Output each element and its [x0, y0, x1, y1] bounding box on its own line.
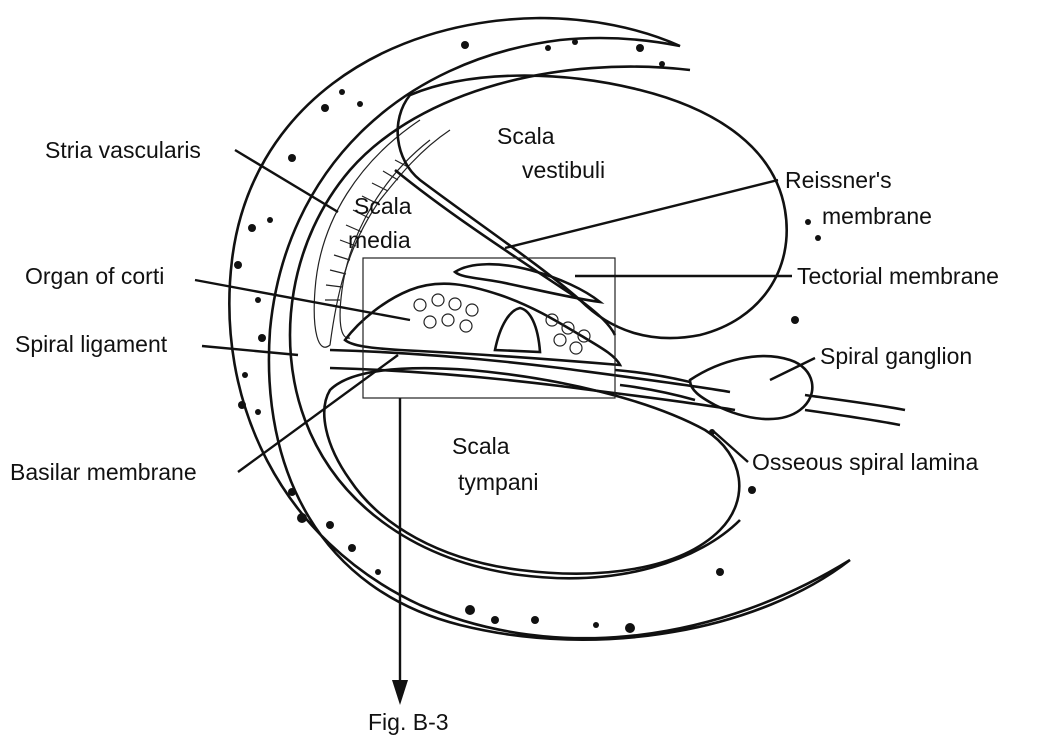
figure-caption: Fig. B-3 [368, 709, 449, 735]
leader-organ-of-corti [195, 280, 410, 320]
organ-of-corti-tunnel [495, 308, 540, 352]
leader-osseous-spiral-lamina [712, 430, 748, 462]
label-reissners-line2: membrane [822, 203, 932, 229]
leader-spiral-ligament [202, 346, 298, 355]
leader-basilar-membrane [238, 355, 398, 472]
chamber-media-line1: Scala [354, 193, 412, 219]
label-reissners-line1: Reissner's [785, 167, 892, 193]
label-spiral-ligament: Spiral ligament [15, 331, 168, 357]
organ-of-corti-cells [414, 294, 590, 354]
label-organ-of-corti: Organ of corti [25, 263, 164, 289]
basilar-membrane-band-lower [330, 368, 735, 410]
bony-wall-outer-outline [229, 18, 850, 640]
leader-reissners-membrane [505, 180, 778, 248]
chamber-tympani-line2: tympani [458, 469, 539, 495]
chamber-vestibuli-line1: Scala [497, 123, 555, 149]
chamber-vestibuli-line2: vestibuli [522, 157, 605, 183]
detail-arrowhead [392, 680, 408, 705]
chamber-tympani-line1: Scala [452, 433, 510, 459]
label-osseous-spiral-lamina: Osseous spiral lamina [752, 449, 978, 475]
leader-stria-vascularis [235, 150, 338, 212]
chamber-media-line2: media [348, 227, 411, 253]
label-tectorial-membrane: Tectorial membrane [797, 263, 999, 289]
reissners-membrane-line [395, 170, 615, 335]
label-stria-vascularis: Stria vascularis [45, 137, 201, 163]
scala-vestibuli-outline [398, 76, 787, 339]
tectorial-membrane-shape [455, 264, 600, 302]
label-basilar-membrane: Basilar membrane [10, 459, 197, 485]
label-spiral-ganglion: Spiral ganglion [820, 343, 972, 369]
